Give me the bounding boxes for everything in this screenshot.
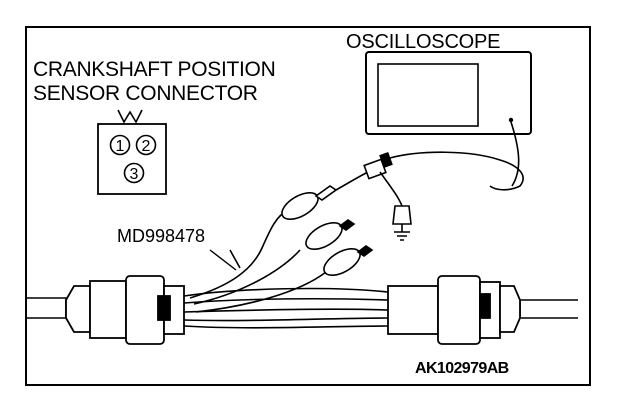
figure-id: AK102979AB bbox=[415, 360, 509, 377]
pin-2 bbox=[135, 134, 157, 156]
left-harness-connector bbox=[65, 275, 185, 345]
pin-3-label: 3 bbox=[130, 166, 139, 183]
pin-2-label: 2 bbox=[142, 138, 151, 155]
scope-probe bbox=[335, 121, 524, 241]
right-harness-connector bbox=[387, 275, 521, 345]
connector-title-line1: CRANKSHAFT POSITION bbox=[33, 58, 276, 81]
connector-title-line2: SENSOR CONNECTOR bbox=[33, 82, 258, 105]
clip-3 bbox=[323, 245, 374, 277]
oscilloscope-unit bbox=[365, 51, 532, 135]
scope-probe-jack bbox=[508, 117, 514, 123]
pin-1-label: 1 bbox=[116, 138, 125, 155]
connector-pinout: 1 2 3 bbox=[97, 109, 167, 195]
alligator-clips bbox=[281, 185, 374, 277]
branch-leads bbox=[189, 209, 327, 313]
clip-2 bbox=[305, 219, 356, 251]
oscilloscope-label: OSCILLOSCOPE bbox=[346, 31, 501, 53]
clip-1 bbox=[281, 185, 338, 221]
pin-3 bbox=[123, 162, 145, 184]
test-harness-label: MD998478 bbox=[117, 226, 206, 246]
test-harness-wires bbox=[183, 287, 389, 329]
tool-leader-line bbox=[209, 249, 237, 271]
pin-1 bbox=[109, 134, 131, 156]
